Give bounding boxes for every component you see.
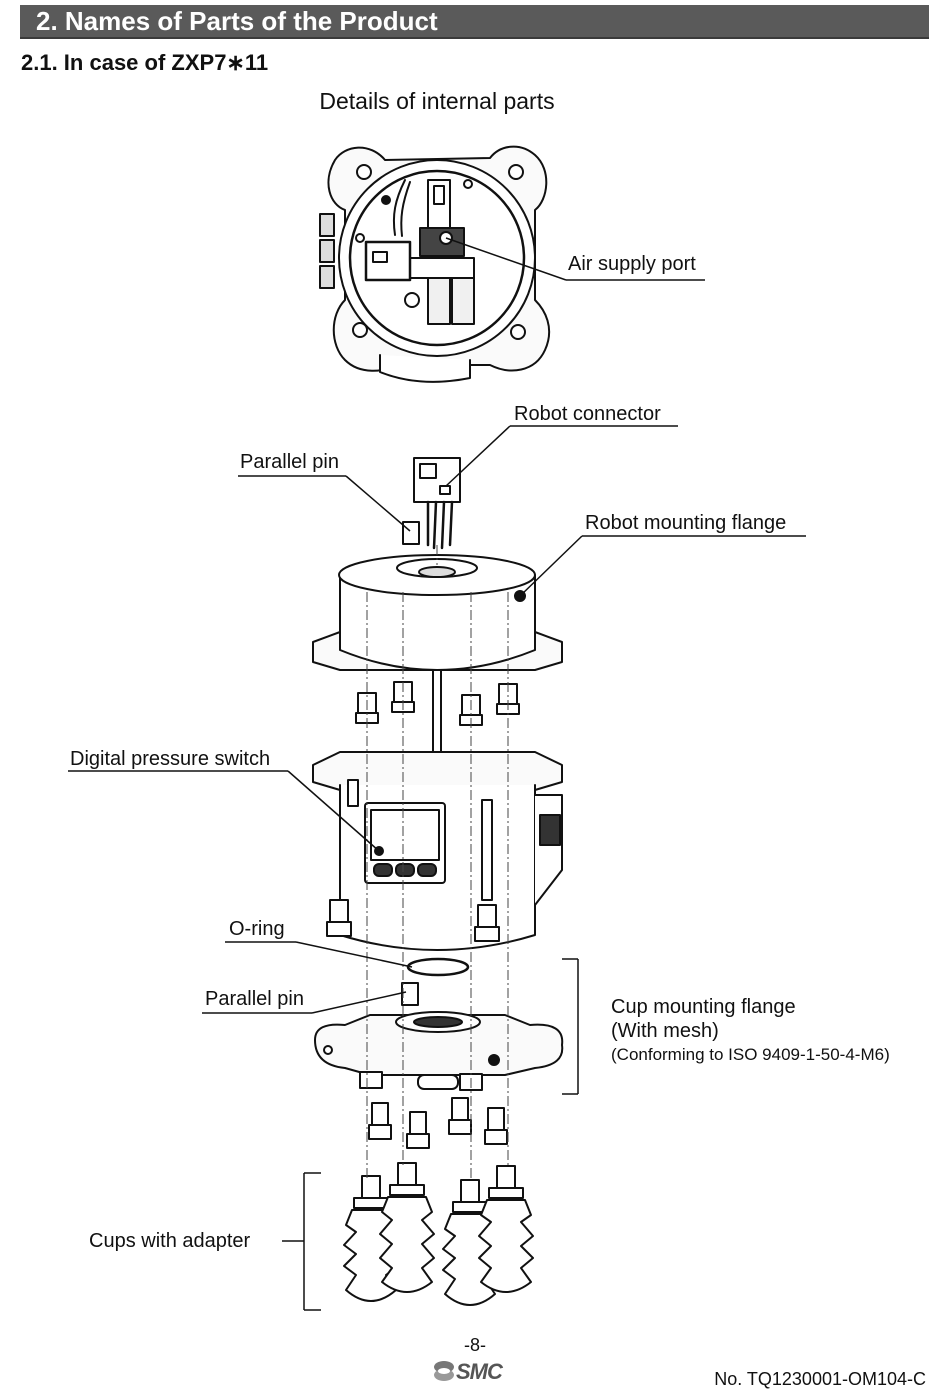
document-number: No. TQ1230001-OM104-C (714, 1369, 926, 1389)
section-header-bar: 2. Names of Parts of the Product (20, 5, 929, 39)
section-title: 2. Names of Parts of the Product (36, 6, 438, 36)
label-cup-mounting-flange-mesh: (With mesh) (611, 1020, 719, 1042)
parallel-pin-bottom-part (401, 982, 419, 1006)
leader-lines (68, 237, 806, 1311)
label-o-ring: O-ring (229, 918, 285, 940)
bolts-lower (368, 1097, 508, 1149)
label-robot-connector: Robot connector (514, 403, 661, 425)
label-parallel-pin-top: Parallel pin (240, 451, 339, 473)
subsection-title: 2.1. In case of ZXP7∗11 (21, 50, 269, 75)
bolts-upper (355, 681, 520, 726)
label-parallel-pin-bottom: Parallel pin (205, 988, 304, 1010)
logo-text: SMC (456, 1359, 504, 1384)
o-ring-part (406, 957, 470, 977)
label-cup-mounting-flange: Cup mounting flange (611, 996, 796, 1018)
digital-pressure-switch-part (364, 802, 446, 884)
smc-logo: SMC (434, 1359, 505, 1384)
label-cup-mounting-flange-iso: (Conforming to ISO 9409-1-50-4-M6) (611, 1045, 890, 1064)
cup-mounting-flange-part (314, 1011, 564, 1091)
center-lines (366, 545, 509, 1180)
label-robot-mounting-flange: Robot mounting flange (585, 512, 787, 534)
cups-with-adapter-part (343, 1162, 534, 1306)
figure-caption: Details of internal parts (319, 88, 555, 114)
label-digital-pressure-switch: Digital pressure switch (70, 748, 271, 770)
parallel-pin-top-part (402, 521, 420, 545)
robot-mounting-flange-part (312, 554, 563, 671)
robot-connector-part (413, 457, 461, 550)
bolts-body (326, 899, 500, 942)
internal-parts-top-view (319, 145, 551, 383)
page-number: -8- (464, 1335, 486, 1355)
label-cups-with-adapter: Cups with adapter (89, 1230, 251, 1252)
label-air-supply-port: Air supply port (568, 253, 696, 275)
